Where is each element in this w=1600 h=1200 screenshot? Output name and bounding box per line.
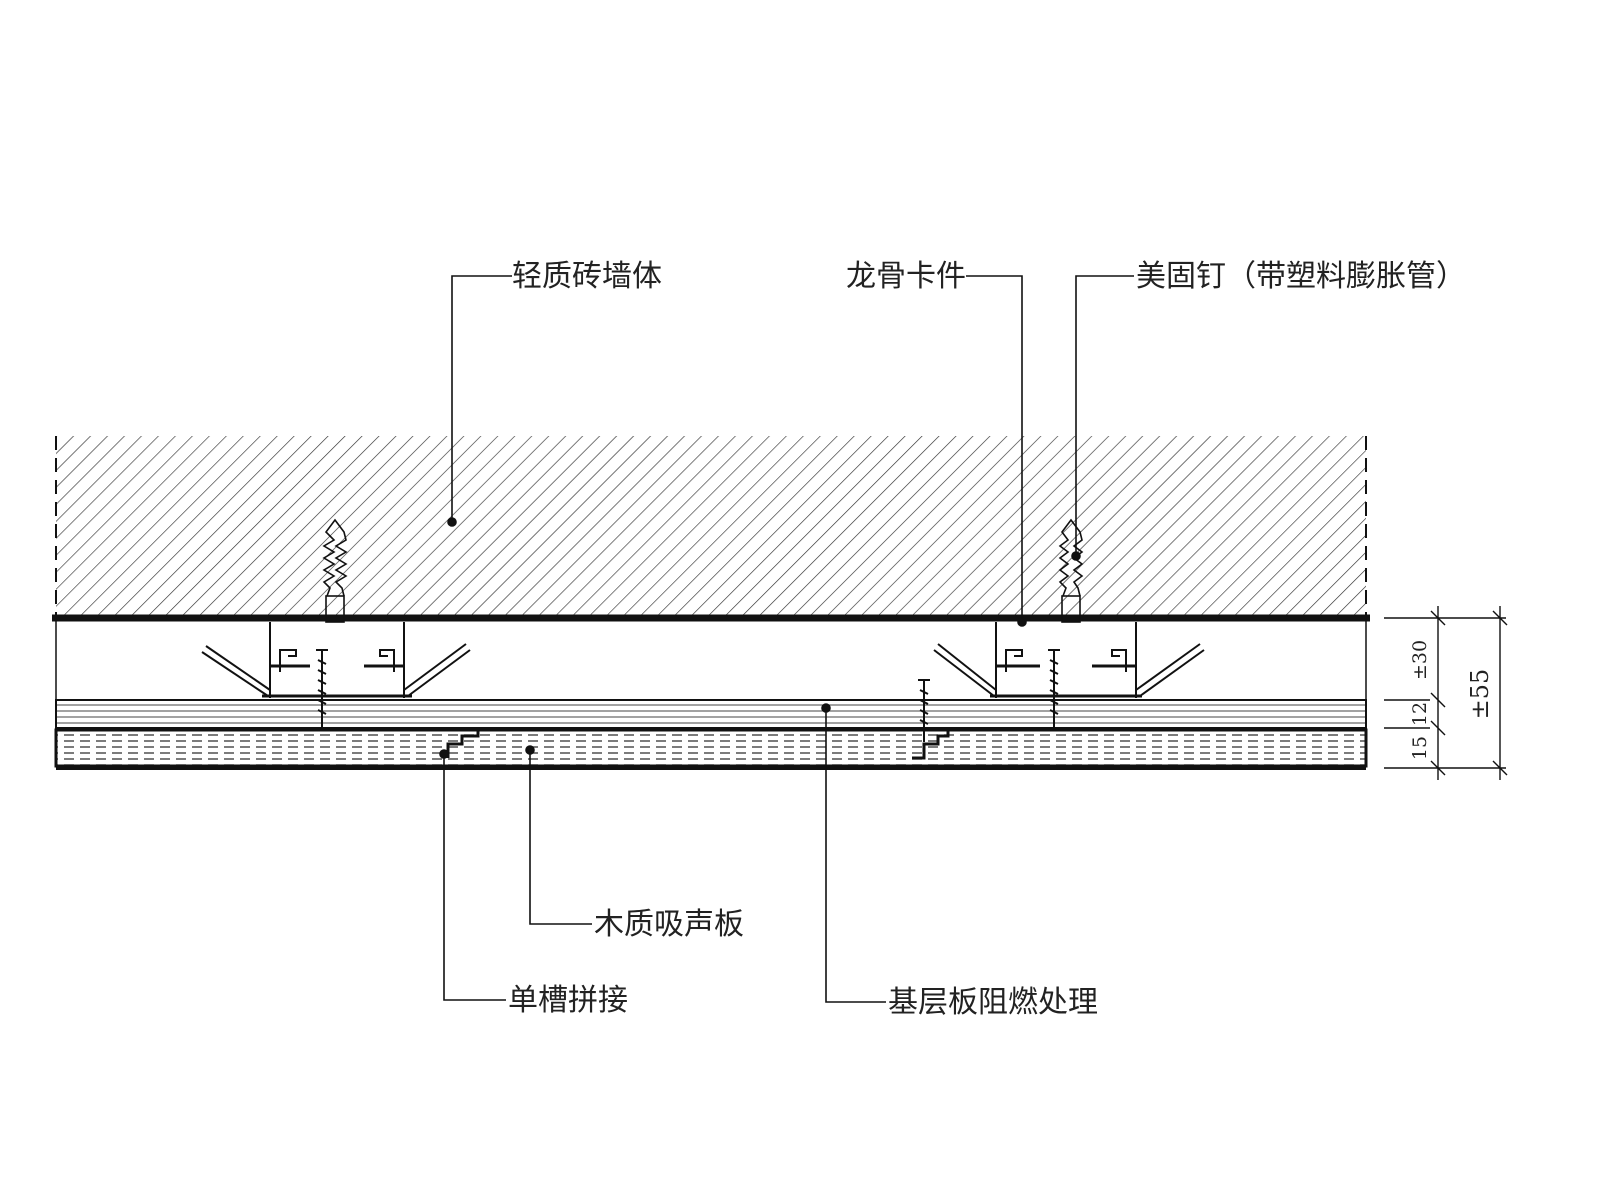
wood-acoustic-panel (54, 728, 1368, 770)
screw-left (316, 649, 328, 728)
brick-wall (55, 436, 1367, 616)
leader-brick-wall (447, 275, 512, 527)
dim-keel-gap: ±30 (1409, 640, 1431, 680)
base-board (55, 699, 1367, 729)
screw-mid (918, 679, 930, 742)
label-base-board: 基层板阻燃处理 (888, 985, 1098, 1020)
groove-joint-right (912, 728, 950, 760)
keel-clip-right (933, 622, 1205, 698)
keel-clip-left (201, 622, 471, 698)
dim-base-board: 12 (1409, 702, 1431, 726)
leader-anchor (1071, 275, 1134, 561)
dim-panel: 15 (1409, 736, 1431, 760)
label-groove-joint: 单槽拼接 (508, 983, 628, 1018)
dimension-stack (1384, 606, 1508, 780)
screw-right (1048, 649, 1060, 728)
label-keel-clip: 龙骨卡件 (846, 259, 966, 294)
label-brick-wall: 轻质砖墙体 (512, 259, 662, 294)
label-anchor: 美固钉（带塑料膨胀管） (1136, 259, 1466, 294)
keel-gap-zone (55, 618, 1367, 700)
leader-wood-panel (525, 745, 592, 925)
leader-groove-joint (439, 749, 506, 1001)
leader-base-board (821, 703, 886, 1003)
leader-keel-clip (966, 275, 1027, 627)
label-wood-panel: 木质吸声板 (594, 907, 744, 942)
anchor-right (1058, 518, 1084, 623)
groove-joint-left (446, 728, 480, 758)
anchor-left (322, 518, 348, 623)
dim-total: ±55 (1466, 669, 1494, 720)
